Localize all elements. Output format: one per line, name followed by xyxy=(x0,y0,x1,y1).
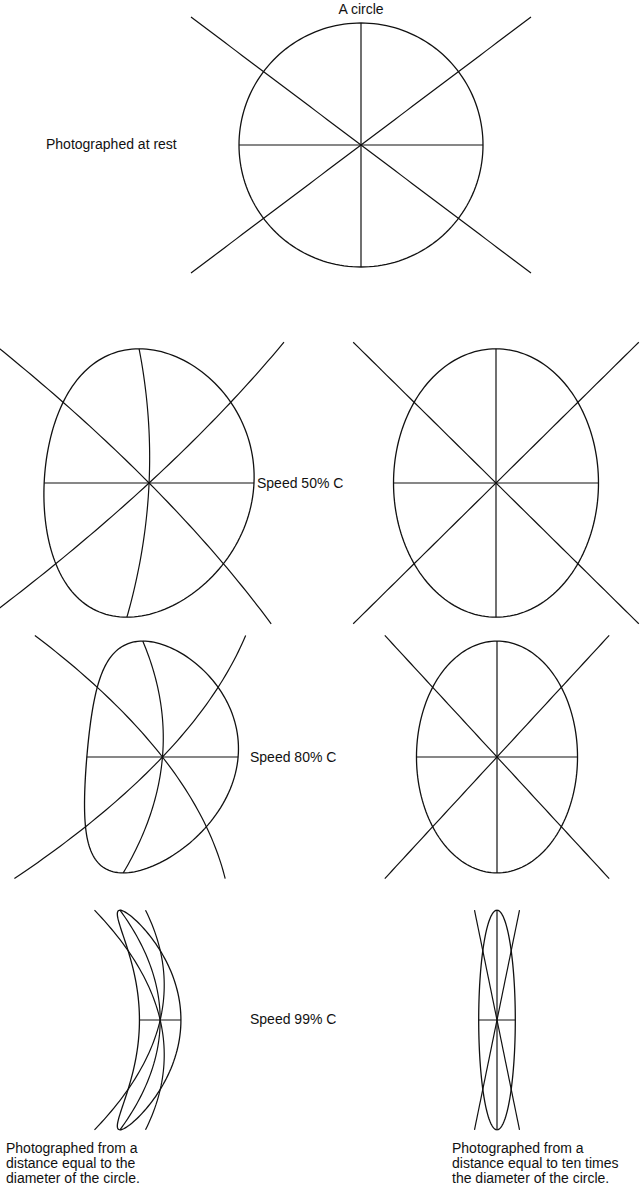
caption-note: Photographed from a distance equal to te… xyxy=(452,1141,638,1186)
circle-figure xyxy=(95,910,181,1130)
caption-note: Photographed from a distance equal to th… xyxy=(6,1141,164,1186)
radius-line xyxy=(0,342,284,624)
radius-line xyxy=(191,17,531,273)
radius-line xyxy=(95,910,165,1130)
speed-label: Photographed at rest xyxy=(46,137,177,152)
circle-figure xyxy=(475,910,520,1130)
figure-title: A circle xyxy=(338,2,383,17)
speed-label: Speed 99% C xyxy=(250,1012,336,1027)
radius-line xyxy=(353,342,639,624)
radius-line xyxy=(95,910,165,1130)
radius-line xyxy=(191,17,531,273)
radius-line xyxy=(475,910,520,1130)
speed-label: Speed 80% C xyxy=(250,750,336,765)
radius-line xyxy=(353,342,639,624)
radius-line xyxy=(385,635,609,878)
circle-figure xyxy=(14,635,245,878)
radius-line xyxy=(475,910,520,1130)
radius-line xyxy=(0,342,271,624)
radius-line xyxy=(14,635,245,878)
circle-figure xyxy=(385,635,609,878)
circle-outline xyxy=(117,910,181,1130)
circle-figure xyxy=(191,17,531,273)
circle-figure xyxy=(353,342,639,624)
circle-figure xyxy=(0,342,284,624)
speed-label: Speed 50% C xyxy=(257,476,343,491)
circle-outline xyxy=(85,641,239,873)
radius-line xyxy=(35,635,225,878)
radius-line xyxy=(385,635,609,878)
